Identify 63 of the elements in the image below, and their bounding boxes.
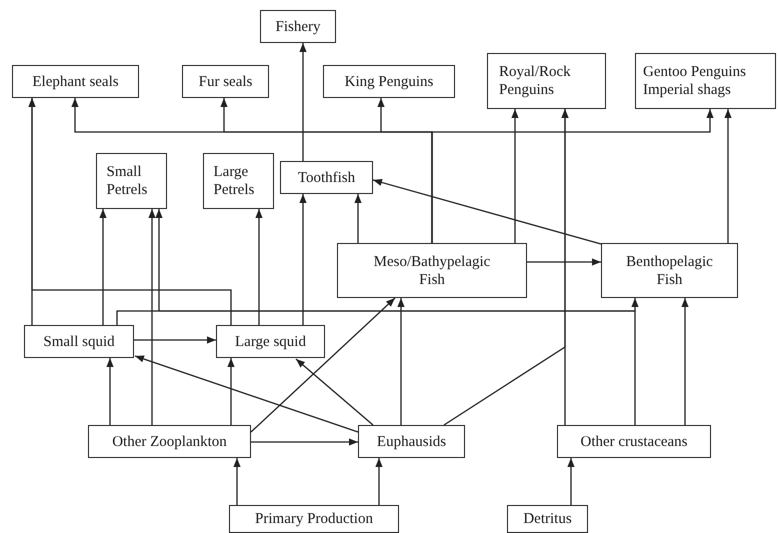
food-web-box (24, 325, 134, 358)
arrow (527, 258, 601, 266)
arrow (116, 298, 639, 325)
node-label: King Penguins (344, 72, 434, 90)
arrow (134, 355, 358, 433)
node-label: Benthopelagic Fish (625, 252, 714, 288)
arrow (251, 438, 358, 446)
food-web-box (96, 153, 167, 209)
arrow (227, 358, 235, 425)
food-web-box (216, 325, 325, 358)
arrow (681, 298, 689, 425)
food-web-box (280, 161, 373, 194)
food-web-box (601, 243, 738, 298)
node-label: Large squid (235, 332, 306, 350)
node-label: Detritus (523, 510, 572, 528)
food-web-box (182, 65, 269, 98)
arrow (148, 209, 156, 425)
food-web-box (358, 425, 465, 458)
node-label: Euphausids (376, 432, 446, 450)
node-label: Other crustaceans (580, 432, 688, 450)
node-label: Other Zooplankton (112, 432, 227, 450)
food-web-box (507, 505, 588, 533)
arrow (155, 209, 636, 425)
food-web-box (557, 425, 711, 458)
arrow (431, 109, 714, 243)
node-label: Fishery (276, 18, 320, 36)
food-web-box (635, 53, 776, 109)
node-label: Large Petrels (214, 163, 256, 199)
node-label: Small squid (43, 332, 115, 350)
node-label: Royal/Rock Penguins (499, 63, 572, 99)
food-web-box (88, 425, 251, 458)
node-label: Elephant seals (32, 72, 119, 90)
arrow (567, 458, 575, 505)
arrow (233, 458, 241, 505)
arrow (511, 109, 519, 243)
node-label: Gentoo Penguins Imperial shags (643, 63, 747, 99)
node-label: Toothfish (298, 168, 356, 186)
food-web-box (487, 53, 606, 109)
arrow (372, 178, 602, 245)
food-web-box (12, 65, 139, 98)
arrow (28, 98, 232, 325)
arrow (296, 358, 374, 426)
node-label: Fur seals (198, 72, 252, 90)
arrow (106, 358, 114, 425)
food-web-box (323, 65, 455, 98)
node-label: Meso/Bathypelagic Fish (372, 252, 492, 288)
food-web-box (337, 243, 527, 298)
food-web-box (203, 153, 274, 209)
arrow (375, 458, 383, 505)
arrow (444, 109, 569, 426)
arrow (255, 209, 263, 325)
arrow (354, 194, 362, 243)
arrow (299, 43, 307, 161)
arrow (724, 109, 732, 243)
arrow (134, 336, 216, 344)
food-web-box (229, 505, 399, 533)
arrow (397, 298, 405, 425)
node-label: Primary Production (255, 510, 373, 528)
arrow (299, 194, 307, 325)
arrow (250, 298, 396, 432)
node-label: Small Petrels (106, 163, 148, 199)
arrow (99, 209, 107, 325)
food-web-box (260, 10, 336, 43)
